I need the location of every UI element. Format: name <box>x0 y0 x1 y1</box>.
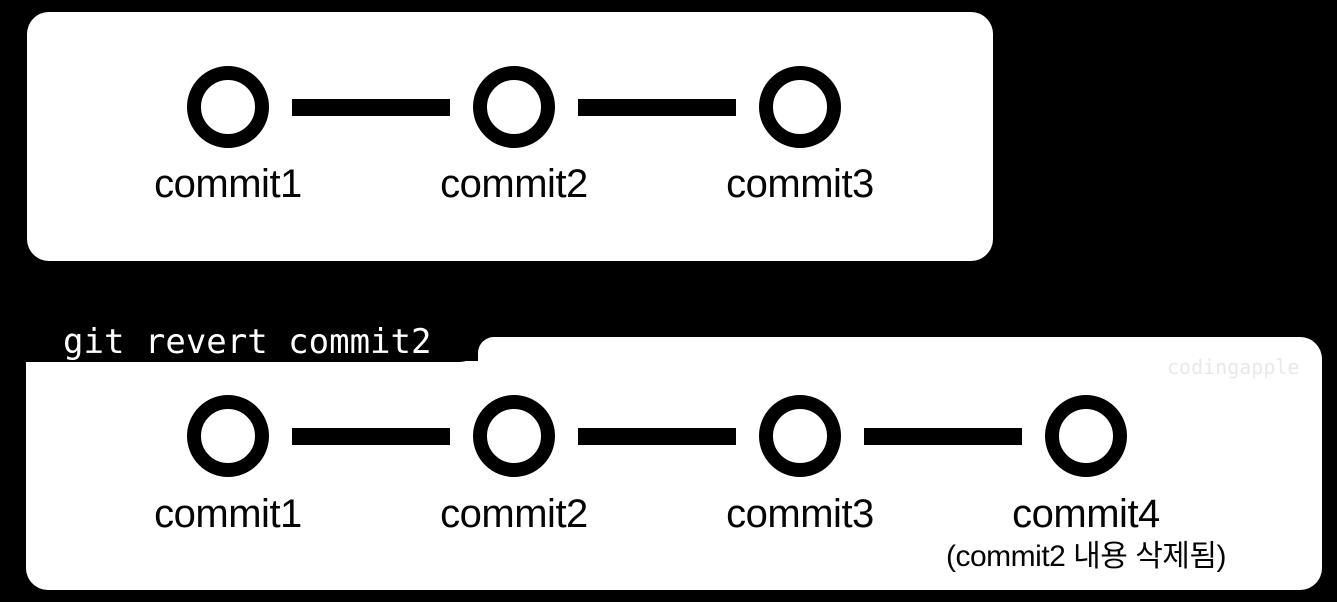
commit-note: (commit2 내용 삭제됨) <box>946 540 1227 573</box>
commit-node <box>1045 395 1127 477</box>
commit-node <box>759 66 841 148</box>
commit-node <box>473 66 555 148</box>
commit-edge <box>292 428 450 445</box>
commit-label: commit1 <box>154 492 302 536</box>
command-label: git revert commit2 <box>63 322 432 362</box>
commit-edge <box>864 428 1022 445</box>
commit-node <box>473 395 555 477</box>
commit-label: commit4 <box>1012 492 1160 536</box>
commit-label: commit2 <box>440 162 588 206</box>
command-tab: git revert commit2 <box>26 315 478 362</box>
commit-node <box>187 395 269 477</box>
commit-label: commit3 <box>726 492 874 536</box>
after-panel-top-strip <box>478 337 1322 363</box>
commit-node <box>759 395 841 477</box>
after-panel: git revert commit2 codingapple commit1 co… <box>26 315 1322 591</box>
commit-edge <box>292 99 450 116</box>
watermark: codingapple <box>1167 355 1300 379</box>
commit-node <box>187 66 269 148</box>
commit-label: commit3 <box>726 162 874 206</box>
commit-label: commit2 <box>440 492 588 536</box>
commit-edge <box>578 99 736 116</box>
commit-edge <box>578 428 736 445</box>
before-panel: commit1 commit2 commit3 <box>27 12 993 261</box>
commit-label: commit1 <box>154 162 302 206</box>
